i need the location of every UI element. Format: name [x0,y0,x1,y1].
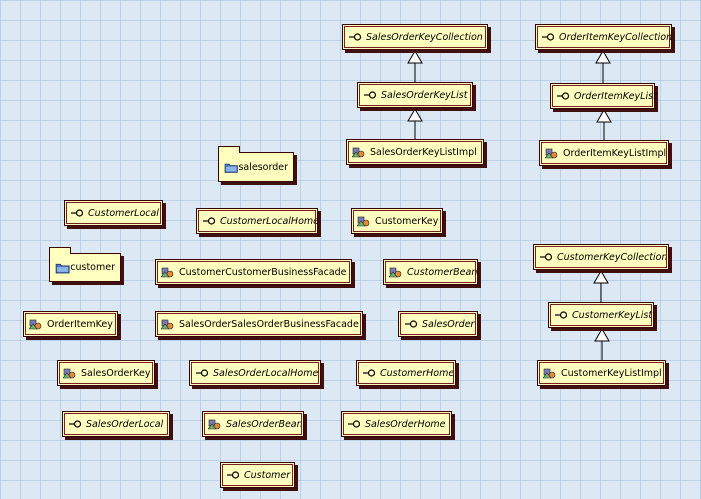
uml-node-sokc[interactable]: SalesOrderKeyCollection [342,24,488,50]
class-icon [63,368,76,379]
generalization-arrowhead [593,270,609,284]
package-tab [218,146,240,153]
class-icon [161,319,174,330]
node-label: CustomerLocalHome [220,215,319,227]
node-label: CustomerBean [407,266,478,278]
node-label: OrderItemKeyList [574,90,657,102]
uml-node-ch[interactable]: CustomerHome [356,360,456,386]
uml-node-sok[interactable]: SalesOrderKey [57,360,155,386]
interface-icon [540,253,553,261]
interface-icon [196,369,209,377]
package-pkg_so[interactable]: salesorder [218,146,294,182]
generalization-arrowhead [596,109,612,123]
class-icon [161,267,174,278]
uml-node-oik[interactable]: OrderItemKey [23,311,118,337]
node-label: salesorder [238,161,288,173]
class-icon [29,319,42,330]
uml-node-cust[interactable]: Customer [220,462,295,488]
package-icon [224,163,238,173]
interface-icon [71,209,84,217]
uml-node-ckc[interactable]: CustomerKeyCollection [533,244,669,270]
node-label: OrderItemKeyCollection [559,31,673,43]
class-icon [389,267,402,278]
node-label: SalesOrderLocalHome [213,367,319,379]
uml-node-cb[interactable]: CustomerBean [383,259,478,285]
package-pkg_c[interactable]: customer [49,247,121,282]
interface-icon [555,311,568,319]
interface-icon [203,217,216,225]
node-label: SalesOrderKey [81,367,151,379]
node-label: SalesOrderBean [226,418,303,430]
class-icon [543,368,556,379]
interface-icon [542,33,555,41]
interface-icon [348,420,361,428]
interface-icon [227,471,240,479]
class-icon [545,148,558,159]
package-icon [55,263,70,274]
generalization-arrowhead [407,50,423,64]
node-label: Customer [244,469,291,481]
node-label: SalesOrderLocal [86,418,164,430]
uml-node-oikl[interactable]: OrderItemKeyList [550,83,657,109]
node-label: SalesOrderKeyList [381,89,468,101]
uml-node-ck[interactable]: CustomerKey [351,208,443,234]
uml-node-sokl[interactable]: SalesOrderKeyList [357,82,473,108]
generalization-arrowhead [594,328,610,342]
generalization-arrowhead [407,108,423,122]
uml-node-cl[interactable]: CustomerLocal [64,200,163,226]
node-label: CustomerLocal [88,207,159,219]
uml-node-soh[interactable]: SalesOrderHome [341,411,452,437]
class-icon [357,216,370,227]
interface-icon [557,92,570,100]
uml-node-clh[interactable]: CustomerLocalHome [196,208,319,234]
node-label: CustomerKey [375,215,439,227]
node-label: CustomerKeyList [572,309,653,321]
uml-node-ckli[interactable]: CustomerKeyListImpl [537,360,666,386]
uml-node-solh[interactable]: SalesOrderLocalHome [189,360,321,386]
generalization-arrowhead [595,50,611,64]
class-icon [352,147,365,158]
uml-node-ccbf[interactable]: CustomerCustomerBusinessFacade [155,259,352,285]
interface-icon [69,420,82,428]
node-label: SalesOrderKeyCollection [366,31,483,43]
uml-node-sob[interactable]: SalesOrderBean [202,411,304,437]
interface-icon [349,33,362,41]
node-label: CustomerCustomerBusinessFacade [179,266,347,278]
uml-node-ckl[interactable]: CustomerKeyList [548,302,654,328]
class-icon [208,419,221,430]
uml-node-so[interactable]: SalesOrder [398,311,478,337]
node-label: customer [70,262,115,273]
interface-icon [364,91,377,99]
node-label: CustomerKeyListImpl [561,367,662,379]
node-label: SalesOrderHome [365,418,446,430]
interface-icon [363,369,376,377]
node-label: SalesOrderSalesOrderBusinessFacade [179,318,359,330]
interface-icon [405,320,418,328]
node-label: SalesOrderKeyListImpl [370,146,477,158]
node-label: CustomerKeyCollection [557,251,668,263]
uml-node-sokli[interactable]: SalesOrderKeyListImpl [346,139,484,165]
package-tab [49,247,71,254]
uml-node-sosobf[interactable]: SalesOrderSalesOrderBusinessFacade [155,311,363,337]
node-label: CustomerHome [380,367,455,379]
uml-node-oikli[interactable]: OrderItemKeyListImpl [539,140,669,166]
node-label: OrderItemKey [47,318,113,330]
uml-node-sol[interactable]: SalesOrderLocal [62,411,170,437]
node-label: OrderItemKeyListImpl [563,147,667,159]
uml-node-oikc[interactable]: OrderItemKeyCollection [535,24,672,50]
node-label: SalesOrder [422,318,475,330]
